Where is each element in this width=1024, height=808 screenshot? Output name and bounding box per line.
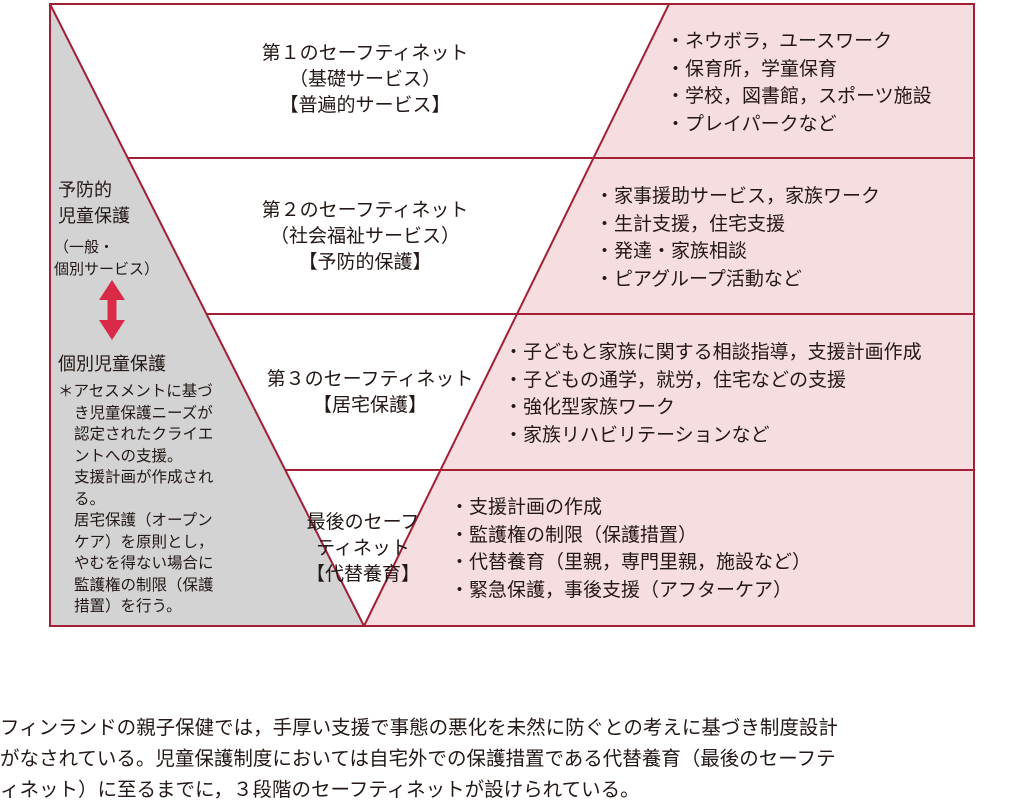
note-line: る。 [74,489,106,508]
caption-line: がなされている。児童保護制度においては自宅外での保護措置である代替養育（最後のセ… [0,747,836,770]
sub-line: 個別サービス） [54,260,160,278]
list-item: ・家族リハビリテーションなど [504,423,770,446]
note-line: 監護権の制限（保護 [74,575,214,594]
outer-frame [49,3,975,627]
preventive-child-protection-heading: 予防的 児童保護 [58,178,130,230]
tier-4-title-line-1: 最後のセーフ [306,511,420,533]
tier-3-category: 【居宅保護】 [312,394,427,416]
individual-child-protection-note: ＊アセスメントに基づ き児童保護ニーズが 認定されたクライエ ントへの支援。 支… [58,381,214,618]
list-item: ・子どもと家族に関する相談指導，支援計画作成 [504,341,922,363]
tier-3-label: 第３のセーフティネット 【居宅保護】 [225,366,515,418]
tier-4-title-line-2: ティネット [316,537,410,559]
list-item: ・支援計画の作成 [450,496,603,518]
list-item: ・発達・家族相談 [595,240,748,262]
note-line: 措置）を行う。 [74,597,182,615]
list-item: ・プレイパークなど [666,112,837,135]
list-item: ・家事援助サービス，家族ワーク [595,185,881,207]
triangle-right-edge [363,3,670,627]
note-line: 認定されたクライエ [74,425,214,443]
tier-1-title: 第１のセーフティネット [261,42,469,64]
note-line: やむを得ない場合に [74,554,214,572]
list-item: ・生計支援，住宅支援 [595,212,786,235]
individual-child-protection-heading: 個別児童保護 [58,354,166,375]
sub-line: （一般・ [54,238,115,256]
heading-line: 児童保護 [58,206,130,227]
tier-1-category: 【普遍的サービス】 [279,94,451,116]
note-line: ケア）を原則とし， [74,532,214,551]
tier-2-category: 【予防的保護】 [298,251,432,273]
note-line: 居宅保護（オープン [74,511,213,529]
triangle-left-edge [49,3,365,627]
tier-2-subtitle: （社会福祉サービス） [269,225,460,247]
note-line: ントへの支援。 [74,446,183,465]
tier-3-title: 第３のセーフティネット [266,368,474,390]
tier-1-items: ・ネウボラ，ユースワーク ・保育所，学童保育 ・学校，図書館，スポーツ施設 ・プ… [666,28,932,138]
list-item: ・代替養育（里親，専門里親，施設など） [450,551,812,573]
list-item: ・監護権の制限（保護措置） [450,523,698,546]
double-arrow-icon [99,280,125,340]
tier-4-category: 【代替養育】 [305,563,420,585]
list-item: ・強化型家族ワーク [504,396,676,418]
tier-2-items: ・家事援助サービス，家族ワーク ・生計支援，住宅支援 ・発達・家族相談 ・ピアグ… [595,183,880,293]
heading-line: 予防的 [58,180,112,201]
note-line: ＊アセスメントに基づ [58,382,213,400]
note-line: き児童保護ニーズが [74,403,213,422]
list-item: ・学校，図書館，スポーツ施設 [666,85,932,107]
tier-2-title: 第２のセーフティネット [261,199,469,221]
list-item: ・ネウボラ，ユースワーク [666,30,893,52]
caption-line: ィネット）に至るまでに，３段階のセーフティネットが設けられている。 [0,778,640,801]
tier-4-items: ・支援計画の作成 ・監護権の制限（保護措置） ・代替養育（里親，専門里親，施設な… [450,494,811,604]
list-item: ・ピアグループ活動など [595,267,802,290]
tier-4-label: 最後のセーフ ティネット 【代替養育】 [286,509,440,587]
tier-2-label: 第２のセーフティネット （社会福祉サービス） 【予防的保護】 [220,197,510,275]
tier-3-items: ・子どもと家族に関する相談指導，支援計画作成 ・子どもの通学，就労，住宅などの支… [504,339,922,449]
list-item: ・子どもの通学，就労，住宅などの支援 [504,368,847,391]
tier-1-label: 第１のセーフティネット （基礎サービス） 【普遍的サービス】 [220,40,510,118]
list-item: ・保育所，学童保育 [666,57,838,80]
list-item: ・緊急保護，事後支援（アフターケア） [450,578,793,601]
tier-1-subtitle: （基礎サービス） [288,68,441,90]
note-line: 支援計画が作成され [74,468,214,486]
caption-paragraph: フィンランドの親子保健では，手厚い支援で事態の悪化を未然に防ぐとの考えに基づき制… [0,712,1024,805]
caption-line: フィンランドの親子保健では，手厚い支援で事態の悪化を未然に防ぐとの考えに基づき制… [0,716,838,739]
safety-net-diagram [49,3,975,627]
preventive-child-protection-sub: （一般・ 個別サービス） [54,236,159,280]
